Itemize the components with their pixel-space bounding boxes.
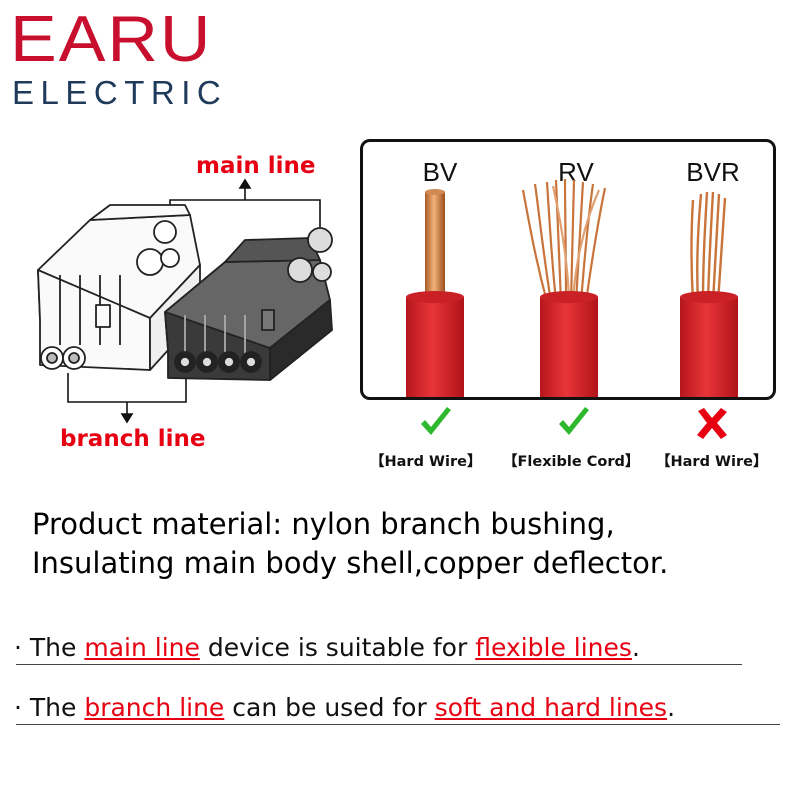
wire-name-bvr: BVR — [686, 157, 740, 187]
note-suffix: . — [631, 633, 640, 662]
note-middle: can be used for — [224, 693, 435, 722]
wire-type-label-bv: 【Hard Wire】 — [370, 454, 482, 470]
note-prefix: · The — [14, 693, 85, 722]
note-middle: device is suitable for — [199, 633, 476, 662]
check-icon — [421, 407, 451, 435]
note-underline — [16, 664, 742, 665]
wire-types-panel: BV RV BVR — [360, 139, 776, 400]
dark-connector — [164, 227, 333, 381]
main-line-label: main line — [196, 153, 316, 179]
note-prefix: · The — [14, 633, 85, 662]
bv-wire — [406, 189, 464, 397]
material-line-2: Insulating main body shell,copper deflec… — [32, 546, 669, 580]
note-main-line: · The main line device is suitable for f… — [14, 635, 640, 660]
branch-line-label: branch line — [60, 426, 206, 452]
note-suffix: . — [667, 693, 676, 722]
wire-type-label-rv: 【Flexible Cord】 — [503, 454, 640, 470]
note-branch-line: · The branch line can be used for soft a… — [14, 695, 675, 720]
note-highlight: flexible lines — [475, 633, 632, 662]
main-line-callout — [169, 178, 321, 228]
bvr-wire — [690, 191, 727, 303]
brand-subtitle: ELECTRIC — [12, 74, 228, 111]
note-highlight: soft and hard lines — [434, 693, 668, 722]
rv-wire — [521, 178, 607, 303]
note-underline — [16, 724, 780, 725]
note-highlight: main line — [84, 633, 200, 662]
branch-line-callout — [67, 373, 187, 424]
connector-illustration — [37, 178, 333, 424]
brand-logo: EARU — [10, 2, 213, 75]
transparent-connector — [37, 204, 201, 371]
wire-name-bv: BV — [422, 157, 458, 187]
note-highlight: branch line — [84, 693, 225, 722]
wire-type-label-bvr: 【Hard Wire】 — [656, 454, 768, 470]
material-line-1: Product material: nylon branch bushing, — [32, 507, 615, 541]
wire-samples — [406, 178, 738, 397]
check-icon — [559, 407, 589, 435]
cross-icon — [697, 408, 727, 439]
